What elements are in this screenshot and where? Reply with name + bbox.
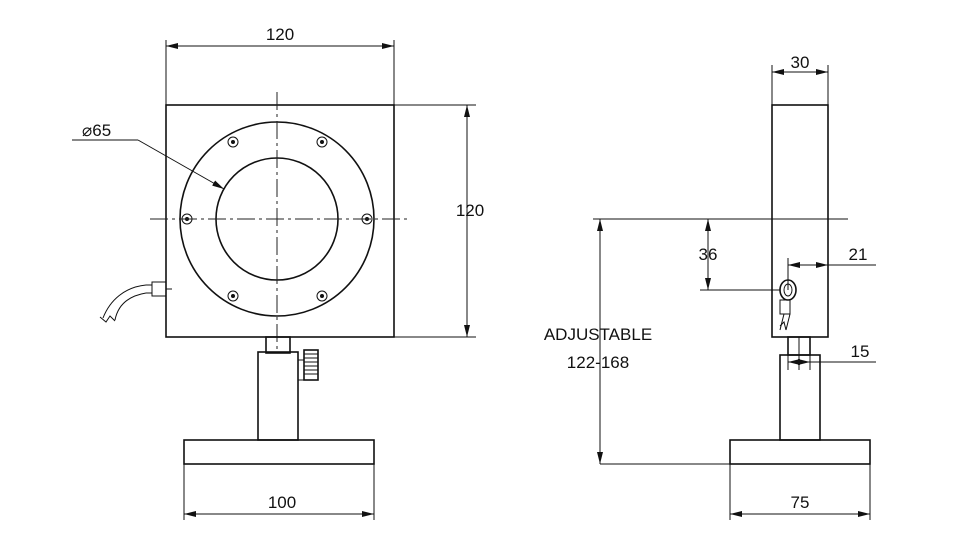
front-width-label: 120 (266, 25, 294, 44)
side-post-label: 15 (851, 342, 870, 361)
aperture-label: ⌀65 (82, 121, 111, 140)
side-base (729, 439, 871, 465)
side-depth-label: 30 (791, 53, 810, 72)
adjustable-range: 122-168 (567, 353, 629, 372)
front-height-dimension: 120 (394, 104, 484, 338)
screw-icon (227, 290, 239, 302)
side-view: 30 21 36 15 ADJUSTABLE 122-16 (544, 53, 876, 520)
side-center-height-dimension: 36 (699, 219, 780, 291)
front-base-width-dimension: 100 (183, 464, 375, 520)
front-view: 120 120 ⌀65 100 (72, 25, 484, 520)
screw-icon (316, 136, 328, 148)
side-post-holder (779, 354, 821, 441)
front-base-width-label: 100 (268, 493, 296, 512)
front-height-label: 120 (456, 201, 484, 220)
mounting-screws (181, 136, 373, 302)
front-housing (165, 104, 395, 338)
front-base (183, 439, 375, 465)
adjustable-label: ADJUSTABLE (544, 325, 652, 344)
thumbscrew-icon (297, 349, 319, 381)
aperture-dimension: ⌀65 (72, 121, 225, 190)
post-holder (257, 351, 299, 441)
side-base-depth-label: 75 (791, 493, 810, 512)
side-adjustable-dimension: ADJUSTABLE 122-168 (544, 219, 730, 465)
post-adapter (265, 336, 291, 354)
side-offset-dimension: 21 (787, 245, 876, 290)
cable-connector (99, 281, 172, 323)
front-width-dimension: 120 (165, 25, 395, 105)
side-offset-label: 21 (849, 245, 868, 264)
side-base-depth-dimension: 75 (729, 464, 871, 520)
screw-icon (316, 290, 328, 302)
side-center-height-label: 36 (699, 245, 718, 264)
side-post-dimension: 15 (787, 342, 876, 370)
screw-icon (227, 136, 239, 148)
side-depth-dimension: 30 (771, 53, 829, 105)
